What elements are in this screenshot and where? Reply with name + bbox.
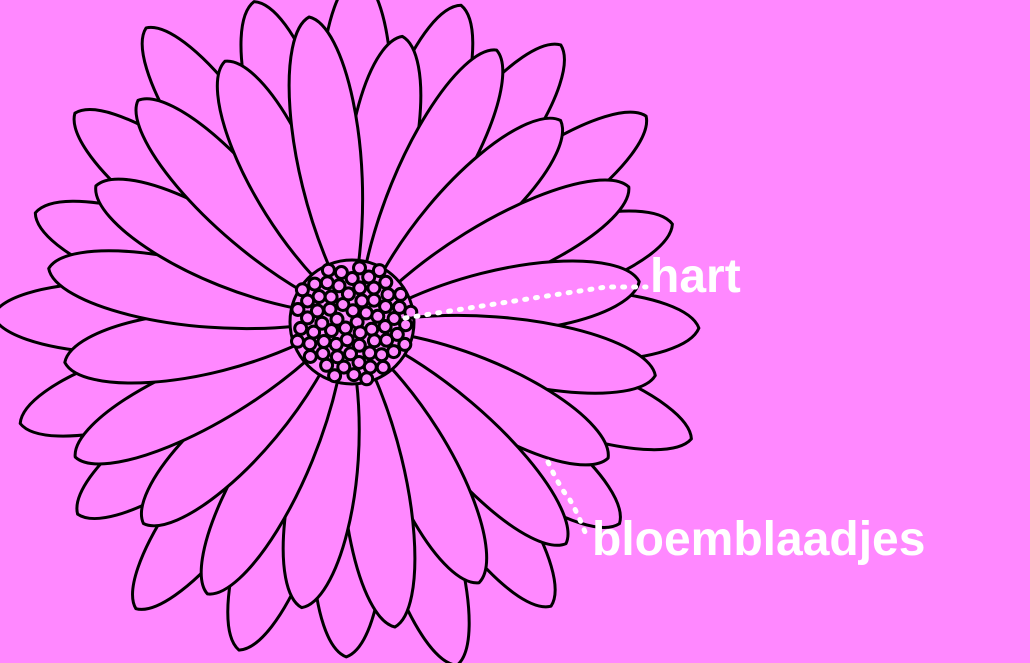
floret bbox=[304, 351, 316, 363]
floret bbox=[356, 295, 368, 307]
heart-label: hart bbox=[650, 253, 741, 301]
floret bbox=[321, 277, 333, 289]
floret bbox=[366, 323, 378, 335]
floret bbox=[380, 301, 392, 313]
floret bbox=[292, 335, 304, 347]
floret bbox=[399, 338, 411, 350]
floret bbox=[400, 319, 412, 331]
floret bbox=[296, 284, 308, 296]
floret bbox=[377, 361, 389, 373]
floret bbox=[325, 291, 337, 303]
floret bbox=[388, 346, 400, 358]
floret bbox=[380, 276, 392, 288]
floret bbox=[368, 294, 380, 306]
floret bbox=[295, 322, 307, 334]
floret bbox=[329, 370, 341, 382]
floret bbox=[304, 338, 316, 350]
floret bbox=[373, 265, 385, 277]
floret bbox=[348, 369, 360, 381]
floret bbox=[309, 278, 321, 290]
floret bbox=[335, 267, 347, 279]
floret bbox=[364, 361, 376, 373]
floret bbox=[330, 338, 342, 350]
floret bbox=[333, 280, 345, 292]
floret bbox=[318, 336, 330, 348]
floret bbox=[376, 349, 388, 361]
floret bbox=[322, 264, 334, 276]
floret bbox=[324, 303, 336, 315]
floret bbox=[364, 347, 376, 359]
petals-label: bloemblaadjes bbox=[592, 516, 925, 564]
floret bbox=[368, 335, 380, 347]
floret bbox=[382, 289, 394, 301]
floret bbox=[395, 288, 407, 300]
floret bbox=[354, 262, 366, 274]
floret bbox=[292, 304, 304, 316]
floret bbox=[317, 348, 329, 360]
floret bbox=[361, 373, 373, 385]
